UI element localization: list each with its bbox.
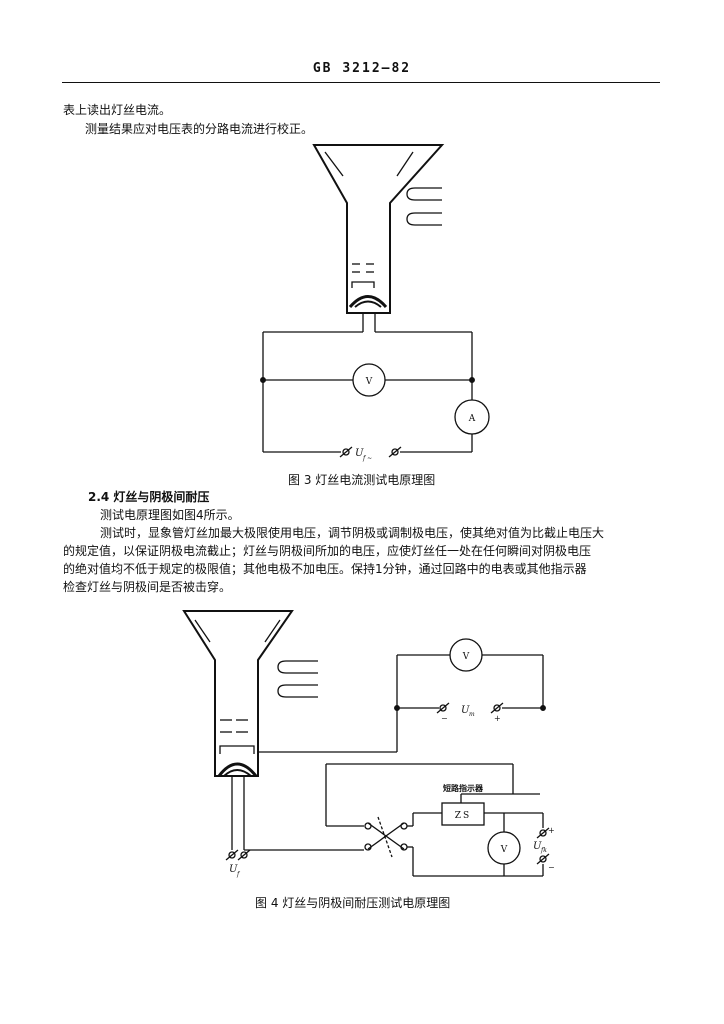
circuit-wiring-fig3 [260,313,475,458]
ufk-minus-sign: − [548,863,555,872]
text-paragraph-3-line-4: 检查灯丝与阴极间是否被击穿。 [63,580,232,594]
voltmeter-right-label-fig4: V [500,845,508,855]
text-paragraph-3-line-3: 的绝对值均不低于规定的极限值；其他电极不加电压。保持1分钟，通过回路中的电表或其… [63,562,587,576]
voltmeter-top-fig4 [449,638,483,672]
um-minus-sign: − [441,714,448,723]
filament-voltage-label-fig3: U [355,448,364,459]
um-label: U [461,705,470,716]
circuit-wiring-fig4 [225,654,550,877]
crt-tube-fig3 [312,144,445,314]
voltmeter-label-fig3: V [365,377,373,387]
standard-code-header: GB 3212—82 [312,61,412,76]
short-circuit-indicator-label: 短路指示器 [443,783,484,793]
figure-4-caption: 图 4 灯丝与阴极间耐压测试电原理图 [255,896,451,910]
voltmeter-right-fig4 [487,831,521,865]
coil-symbol-fig3 [406,187,442,226]
text-paragraph-3-line-2: 的规定值，以保证阴极电流截止；灯丝与阴极间所加的电压，应使灯丝任一处在任何瞬间对… [63,544,592,558]
section-heading-2-4: 2.4 灯丝与阴极间耐压 [88,490,210,504]
text-line-1: 表上读出灯丝电流。 [63,103,172,117]
uf-subscript: f [236,871,241,878]
uf-label: U [229,864,238,875]
ufk-subscript: fk [540,847,547,854]
ufk-label: U [533,841,542,852]
um-plus-sign: + [494,714,501,723]
header-rule [62,82,660,83]
voltmeter-fig3 [352,363,386,397]
um-subscript: m [469,711,475,718]
text-paragraph-2-line-1: 测试电原理图如图4所示。 [100,508,240,522]
filament-voltage-subscript-fig3: f ~ [362,455,372,462]
ufk-plus-sign: + [548,826,555,835]
ammeter-fig3 [454,399,490,435]
figure-3-caption: 图 3 灯丝电流测试电原理图 [288,473,436,487]
text-line-2: 测量结果应对电压表的分路电流进行校正。 [85,122,314,136]
short-circuit-indicator-box [441,802,485,826]
ammeter-label-fig3: A [468,414,476,424]
zs-label: ZS [455,811,471,821]
coil-symbol-fig4 [277,660,318,698]
crt-tube-fig4 [182,610,294,777]
voltmeter-top-label-fig4: V [462,652,470,662]
text-paragraph-3-line-1: 测试时，显象管灯丝加最大极限使用电压，调节阴极或调制极电压，使其绝对值为比截止电… [100,526,605,540]
